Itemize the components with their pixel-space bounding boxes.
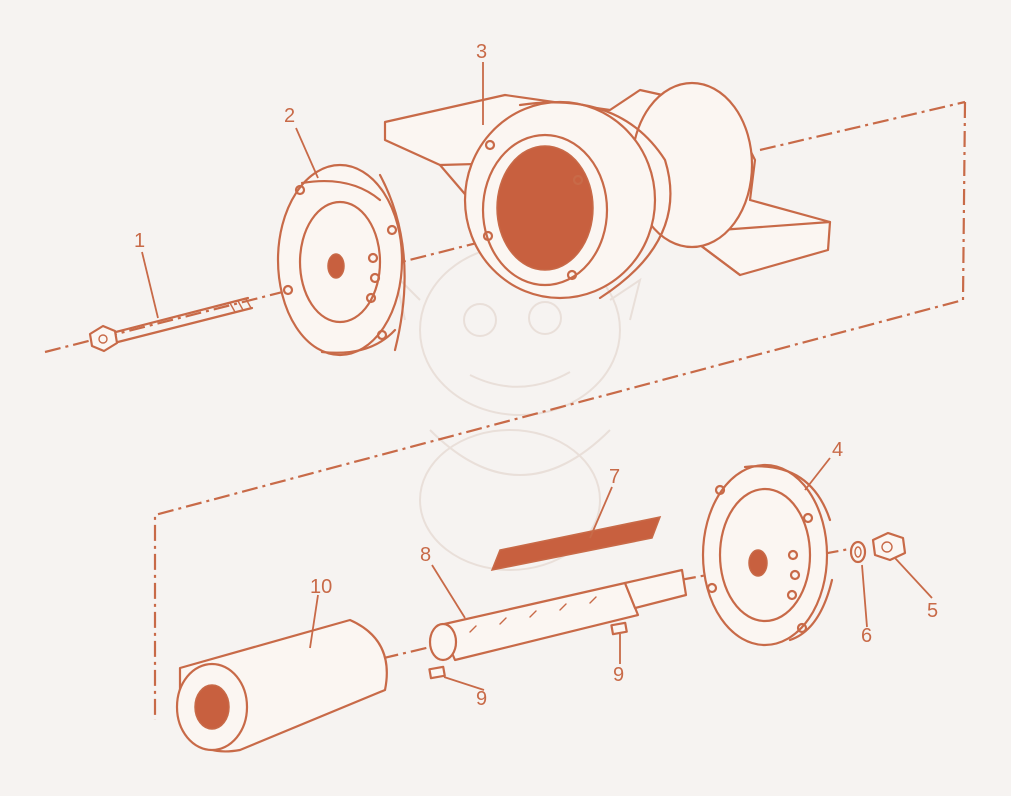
callout-8: 8 <box>420 544 431 566</box>
callout-3: 3 <box>476 41 487 63</box>
part-9-key-b <box>610 621 628 636</box>
callout-9-upper: 9 <box>613 664 624 686</box>
callout-10: 10 <box>310 576 332 598</box>
callout-4: 4 <box>832 439 843 461</box>
leader-lines <box>141 62 933 691</box>
part-10-sleeve <box>175 618 388 753</box>
callout-7: 7 <box>609 466 620 488</box>
part-3-housing <box>383 81 832 300</box>
callout-5: 5 <box>927 600 938 622</box>
callout-9-lower: 9 <box>476 688 487 710</box>
callout-6: 6 <box>861 625 872 647</box>
part-1-bolt <box>88 296 254 353</box>
part-4-flange <box>701 463 834 647</box>
part-7-key <box>490 515 662 572</box>
part-9-key-a <box>428 665 446 680</box>
exploded-view-boundary <box>153 101 967 720</box>
part-5-nut <box>871 531 907 562</box>
part-2-flange <box>276 163 406 357</box>
callout-1: 1 <box>134 230 145 252</box>
callouts: 1 2 3 4 5 6 7 8 9 9 10 <box>134 41 938 710</box>
part-6-washer <box>849 540 867 564</box>
callout-2: 2 <box>284 105 295 127</box>
part-8-shaft <box>428 568 688 662</box>
watermark-mascot <box>393 244 642 571</box>
